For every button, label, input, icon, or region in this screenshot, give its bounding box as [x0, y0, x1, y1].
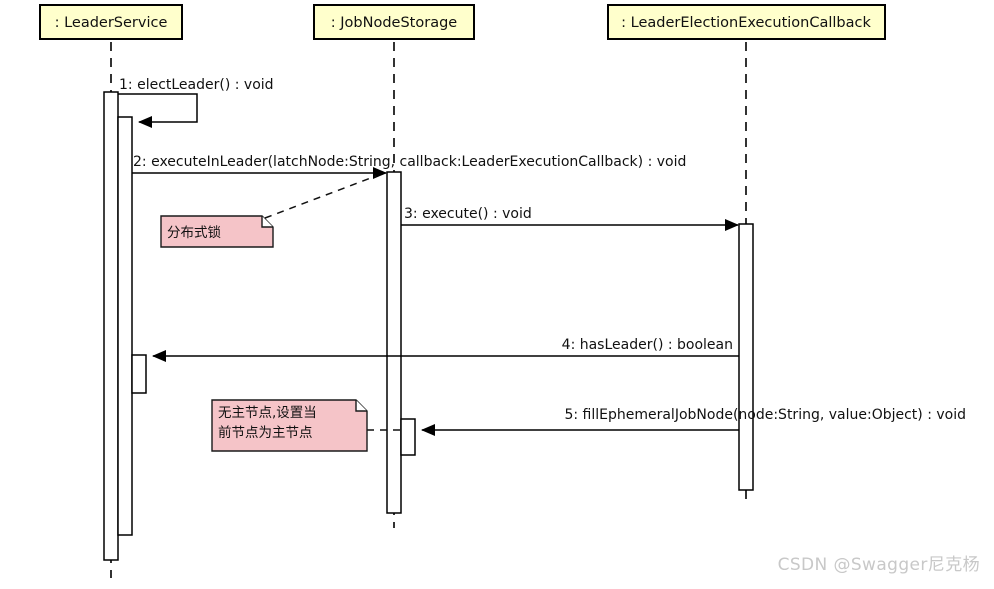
message-2-group[interactable]: 2: executeInLeader(latchNode:String, cal… — [132, 154, 686, 179]
message-3-label: 3: execute() : void — [404, 206, 532, 222]
message-5-group[interactable]: 5: fillEphemeralJobNode(node:String, val… — [421, 407, 966, 436]
message-4-group[interactable]: 4: hasLeader() : boolean — [152, 337, 739, 362]
note-distributed-lock-shape — [160, 215, 274, 248]
message-1-self-call-line — [118, 93, 198, 128]
csdn-watermark: CSDN @Swagger尼克杨 — [777, 555, 980, 575]
message-1-label: 1: electLeader() : void — [119, 77, 274, 93]
message-2-label: 2: executeInLeader(latchNode:String, cal… — [133, 154, 686, 170]
activation-bar-leader-service-hasleader — [131, 354, 147, 394]
activation-bars — [103, 91, 754, 561]
lifeline-header-leader-election-execution-callback[interactable]: : LeaderElectionExecutionCallback — [607, 4, 886, 40]
lifeline-header-job-node-storage[interactable]: : JobNodeStorage — [313, 4, 475, 40]
note-no-leader-node-shape — [211, 399, 368, 452]
message-5-label: 5: fillEphemeralJobNode(node:String, val… — [564, 407, 966, 423]
note-distributed-lock-connector — [264, 175, 377, 219]
note-distributed-lock-line-1: 分布式锁 — [167, 225, 221, 241]
lifeline-lines — [110, 42, 747, 578]
note-no-leader-node-group[interactable]: 无主节点,设置当 前节点为主节点 — [211, 399, 400, 452]
note-no-leader-node-line-1: 无主节点,设置当 — [218, 405, 317, 421]
activation-bar-leader-service-outer — [103, 91, 119, 561]
activation-bar-job-node-storage-fill — [400, 418, 416, 456]
note-distributed-lock-fold — [261, 216, 273, 228]
note-distributed-lock-group[interactable]: 分布式锁 — [160, 175, 377, 248]
message-3-group[interactable]: 3: execute() : void — [401, 206, 739, 231]
lifeline-header-label-leader-election-execution-callback: : LeaderElectionExecutionCallback — [621, 15, 871, 31]
note-no-leader-node-line-2: 前节点为主节点 — [218, 424, 313, 441]
lifeline-header-leader-service[interactable]: : LeaderService — [39, 4, 183, 40]
message-1-group[interactable]: 1: electLeader() : void — [118, 77, 274, 128]
message-4-label: 4: hasLeader() : boolean — [562, 337, 733, 353]
activation-bar-job-node-storage-main — [386, 171, 402, 514]
note-no-leader-node-fold — [355, 400, 367, 412]
lifeline-header-label-job-node-storage: : JobNodeStorage — [331, 15, 458, 31]
lifeline-header-label-leader-service: : LeaderService — [55, 15, 168, 31]
activation-bar-leader-service-nested — [117, 116, 133, 536]
activation-bar-leader-election-execution-callback-main — [738, 223, 754, 491]
